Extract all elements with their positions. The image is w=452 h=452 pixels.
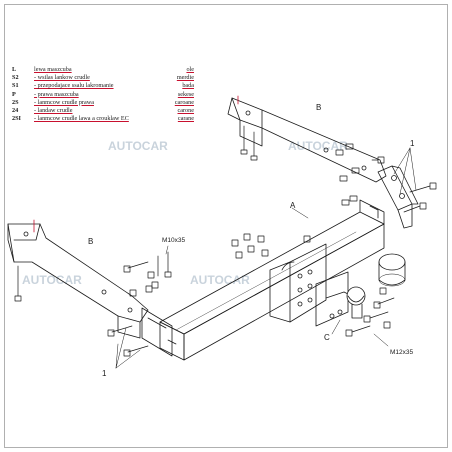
legend-row: 2S - lanmcow crudle prawa caroane	[12, 99, 194, 107]
watermark-autocar: AUTOCAR	[288, 139, 348, 153]
legend-description: - lanmcow crudle prawa	[34, 98, 94, 106]
left-mounting-plate	[141, 307, 173, 357]
label-plate-1-left: 1	[102, 369, 107, 378]
legend-description: lewa maszcuba	[34, 66, 72, 73]
label-bracket-b-left: B	[88, 237, 93, 246]
leader-lines	[115, 147, 417, 369]
label-ball-c: C	[324, 333, 330, 342]
legend-row: 24 - landaw crudle carone	[12, 107, 194, 115]
left-side-bracket	[7, 223, 149, 339]
tow-ball-cap	[378, 253, 406, 287]
legend-value: merdie	[176, 74, 194, 82]
legend-code: 2SI	[12, 115, 21, 123]
label-bolt-m10: M10x35	[162, 237, 186, 244]
diagram-frame	[4, 4, 448, 448]
fasteners	[14, 125, 437, 357]
watermark-autocar: AUTOCAR	[190, 273, 250, 287]
watermark-autocar: AUTOCAR	[22, 273, 82, 287]
label-bracket-b-right: B	[316, 103, 321, 112]
legend-description: - przepodajace ssalu lakromanie	[34, 82, 114, 90]
legend-code: L	[12, 66, 17, 73]
legend-description: - prawa maszcuba	[34, 90, 79, 98]
tow-ball-assembly	[315, 271, 366, 327]
legend-row: L lewa maszcuba ole	[12, 66, 194, 74]
legend-code: 2S	[12, 98, 19, 106]
legend-code: S2	[12, 74, 19, 82]
legend-code: 24	[12, 106, 19, 114]
legend-code: P	[12, 90, 16, 98]
legend-value: bada	[182, 82, 194, 90]
right-mounting-plate	[377, 165, 419, 229]
legend-row: S1 - przepodajace ssalu lakromanie bada	[12, 82, 194, 90]
legend-value: carane	[177, 115, 194, 123]
parts-legend: L lewa maszcuba ole S2 - wsilas lankow c…	[12, 66, 194, 123]
legend-value: carone	[177, 106, 195, 114]
legend-value: ole	[186, 66, 194, 73]
legend-description: - lanmcow crudle lawa a crouklaw EC	[34, 115, 129, 123]
legend-row: 2SI - lanmcow crudle lawa a crouklaw EC …	[12, 115, 194, 123]
legend-row: P - prawa maszcuba sekese	[12, 91, 194, 99]
legend-row: S2 - wsilas lankow crudle merdie	[12, 74, 194, 82]
label-crossbar-a: A	[290, 201, 296, 210]
legend-value: sekese	[177, 90, 194, 98]
label-bolt-m12: M12x35	[390, 349, 414, 356]
label-plate-1-right: 1	[410, 139, 415, 148]
center-drop-plate	[269, 243, 327, 323]
crossbar-beam	[159, 199, 385, 361]
legend-description: - landaw crudle	[34, 106, 73, 114]
right-side-bracket	[227, 97, 387, 183]
legend-description: - wsilas lankow crudle	[34, 74, 90, 82]
accent-markers	[33, 95, 239, 233]
legend-code: S1	[12, 82, 19, 90]
legend-value: caroane	[174, 98, 194, 106]
watermark-autocar: AUTOCAR	[108, 139, 168, 153]
